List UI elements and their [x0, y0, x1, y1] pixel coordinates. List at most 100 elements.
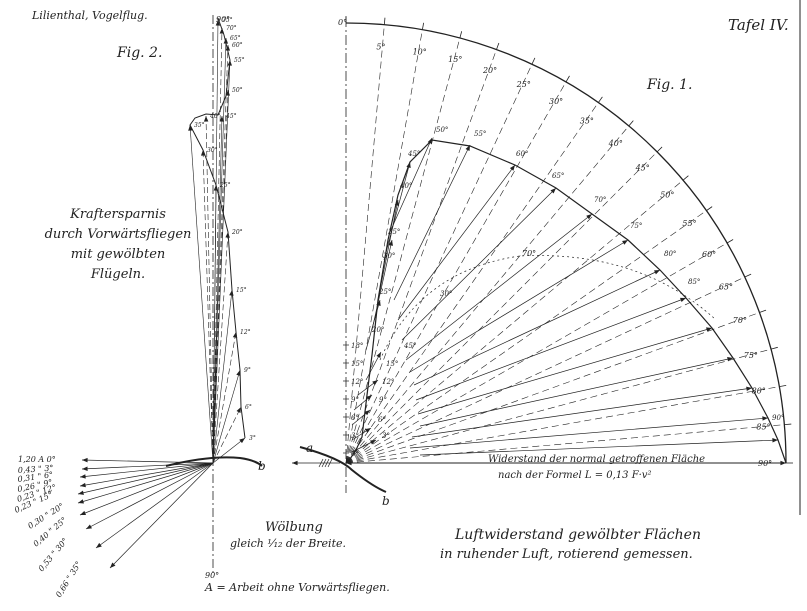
fig1-force-arrow: [419, 357, 734, 427]
fig1-arc-tick: [422, 22, 425, 30]
fig1-curve-label: 80°: [664, 250, 676, 258]
fig1-vertical-tick-label: 12°: [351, 378, 363, 386]
fig1-radial-dashed: [345, 276, 745, 464]
fig1-arc-tick: [784, 423, 792, 426]
fig1-arc-tick: [656, 146, 663, 153]
fig1-arc-tick: [726, 239, 734, 244]
fig2-stem-label: 25°: [219, 182, 231, 189]
fig1-arc-tick-label: 30°: [549, 97, 563, 106]
fig1-curve-label: 50°: [436, 126, 448, 134]
fig2-title-line: mit gewölbten: [70, 247, 166, 262]
fig2-fan-arrow: [109, 462, 214, 569]
fig2-fan-arrow-head: [82, 466, 88, 471]
fig1-force-arrow: [389, 137, 433, 233]
fig2-stem-arrow: [212, 437, 246, 464]
fig2-fan-arrow-head: [80, 482, 86, 488]
fig1-baseline-arrow: [780, 460, 786, 466]
fig2-fan-arrow-head: [96, 542, 102, 548]
fig1-inner-label: 45°: [403, 342, 416, 350]
fig1-hatch: [324, 458, 330, 468]
fig1-force-arrow-head: [465, 145, 470, 151]
fig1-curve-label: 40°: [399, 182, 412, 190]
fig1-inner-arc: [379, 255, 717, 361]
fig2-fan-arrow-head: [82, 457, 88, 463]
plate-number: Tafel IV.: [728, 16, 789, 34]
fig2-stem-arrow-head: [236, 407, 241, 413]
fig1-force-arrow: [419, 439, 779, 456]
fig1-arc-tick-label: 0°: [338, 18, 347, 27]
fig1-arc-tick: [531, 57, 536, 65]
fig1-curve-label: 30°: [383, 252, 395, 260]
fig2-stem-arrow: [212, 89, 229, 464]
fig1-label: Fig. 1.: [647, 77, 693, 93]
fig1-force-arrow-head: [746, 386, 752, 391]
fig1-arc-tick-label: 20°: [482, 66, 497, 75]
fig1-arc-tick-label: 70°: [733, 316, 747, 325]
fig1-curve-label: 65°: [552, 172, 564, 180]
fig1-force-arrow-head: [372, 380, 378, 386]
fig2-title-line: Flügeln.: [90, 267, 146, 282]
fig2-stem-arrow-head: [188, 125, 193, 131]
fig2-stem-arrow-head: [219, 28, 225, 34]
fig1-arc-tick: [706, 206, 713, 211]
fig2-stem-arrow-head: [219, 116, 225, 122]
fig2-fan-arrow: [81, 459, 214, 464]
fig2-stem-arrow-head: [227, 60, 232, 66]
fig2-stem-arrow: [212, 44, 229, 464]
fig2-stem-label: 30°: [207, 147, 218, 154]
fig1-force-arrow-head: [376, 352, 381, 358]
fig1-force-arrow: [409, 239, 629, 373]
fig1-radial-dashed: [345, 312, 760, 464]
fig1-force-arrow-head: [727, 357, 733, 362]
fig1-caption-line2: in ruhender Luft, rotierend gemessen.: [440, 547, 693, 562]
fig2-fan-arrow-head: [86, 524, 92, 529]
fig1-caption-line1: Luftwiderstand gewölbter Flächen: [455, 527, 701, 543]
fig2-stem-label: 70°: [226, 25, 237, 32]
fig2-stem-label: 6°: [245, 404, 252, 411]
fig1-arc-tick: [682, 175, 689, 181]
fig1-curve-label: 3°: [382, 432, 390, 440]
fig1-curve-label: 85°: [688, 278, 700, 286]
fig1-curve-label: 45°: [407, 150, 420, 158]
fig1-arc-tick-label: 80°: [752, 386, 766, 395]
fig1-arc-tick: [779, 384, 787, 387]
fig1-force-arrow: [411, 387, 753, 438]
fig1-arc-tick: [496, 42, 500, 50]
fig1-arc-tick-label: 5°: [376, 43, 385, 52]
fig1-curve-label: 55°: [474, 130, 486, 138]
fig2-fan-arrow-head: [78, 499, 84, 504]
fig1-radial-dashed: [345, 37, 461, 464]
fig2-fan-arrow: [77, 462, 214, 504]
fig1-arc-tick-label: 55°: [682, 219, 696, 228]
fig1-force-arrow: [415, 297, 687, 401]
fig1-radial-dashed: [345, 24, 385, 464]
fig1-radial-dashed: [345, 242, 728, 464]
fig2-stem-arrow-head: [215, 20, 221, 26]
fig1-force-arrow-head: [364, 410, 370, 416]
fig1-arc-tick-label: 45°: [635, 163, 650, 172]
fig1-arc-tick: [459, 31, 463, 39]
fig1-curve-label: 70°: [594, 196, 606, 204]
fig1-radial-dashed: [345, 348, 772, 464]
fig1-arc-tick-label: 65°: [719, 282, 733, 291]
fig1-force-arrow-head: [550, 188, 556, 194]
fig2-stem-label: 9°: [244, 367, 251, 374]
fig2-stem-label: 3°: [249, 435, 256, 442]
fig1-force-arrow-head: [772, 438, 778, 443]
fig2-point-b: b: [258, 459, 266, 473]
fig1-arc-tick-label: 85°: [756, 423, 770, 432]
fig2-stem-arrow: [212, 289, 233, 464]
fig1-arc-tick: [598, 96, 603, 103]
fig2-fan-arrow-head: [110, 562, 116, 568]
fig1-arc-tick: [565, 75, 570, 83]
fig1-curve-label: 12°: [382, 378, 394, 386]
header-author: Lilienthal, Vogelflug.: [32, 9, 148, 22]
fig1-force-arrow: [377, 199, 399, 301]
fig1-force-arrow: [417, 327, 713, 415]
fig2-stem-arrow-head: [225, 45, 231, 51]
fig1-force-arrow-head: [762, 416, 768, 421]
fig2-stem-label: 40°: [209, 113, 221, 120]
fig2-stem-arrow-head: [229, 290, 234, 296]
fig1-curve-label: 90°: [772, 414, 784, 422]
